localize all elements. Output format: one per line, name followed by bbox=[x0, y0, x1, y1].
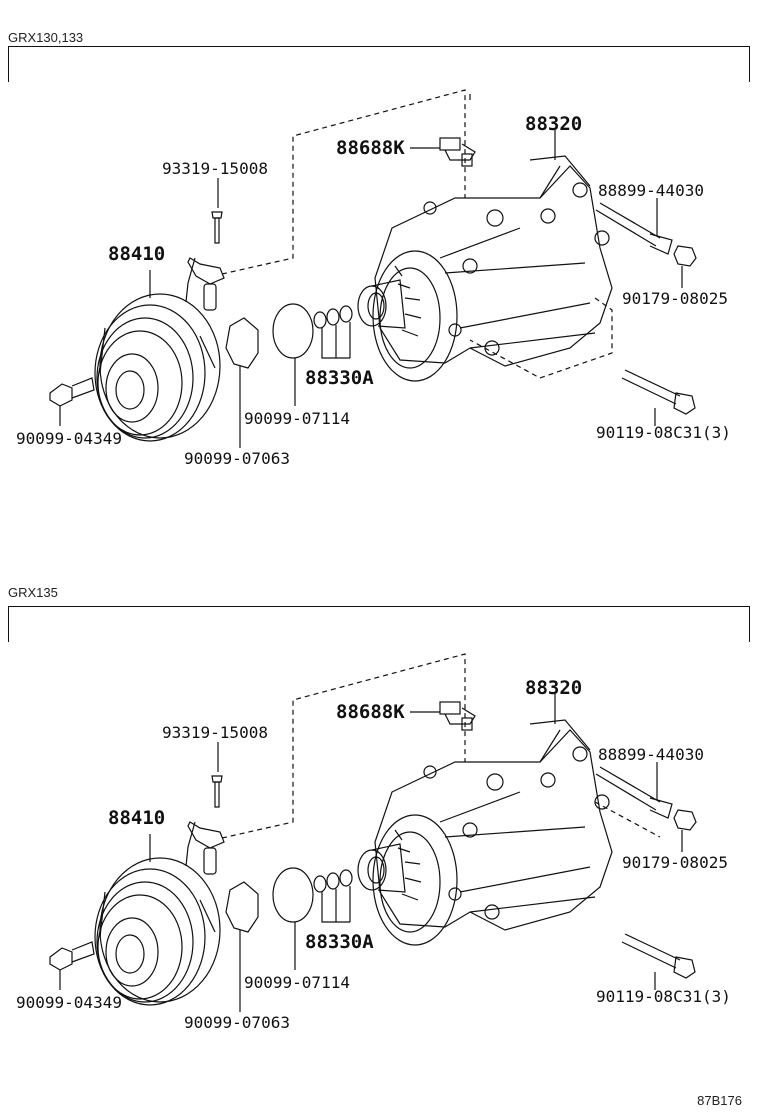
pn-long-bolt: 88899-44030 bbox=[598, 745, 704, 764]
exploded-diagram-2: 88320 88688K 88899-44030 90179-08025 901… bbox=[16, 653, 731, 1032]
oring-1-drawing bbox=[313, 875, 327, 893]
figure-code: 87B176 bbox=[697, 1093, 742, 1108]
shim-drawing bbox=[225, 317, 259, 369]
dashed-outline-lower bbox=[469, 297, 613, 379]
pn-compressor: 88320 bbox=[525, 677, 582, 699]
clutch-pulley-drawing bbox=[94, 293, 221, 442]
long-bolt-drawing bbox=[595, 766, 697, 831]
pn-oring-set: 88330A bbox=[305, 931, 374, 953]
clutch-pulley-drawing bbox=[94, 857, 221, 1006]
exploded-diagram-1: 88320 88688K 88899-44030 90179-08025 901… bbox=[16, 89, 731, 468]
pressure-switch-drawing bbox=[439, 137, 476, 167]
leader-orings bbox=[321, 886, 351, 923]
pn-screw: 93319-15008 bbox=[162, 159, 268, 178]
snap-ring-drawing bbox=[272, 867, 314, 923]
shim-drawing bbox=[225, 881, 259, 933]
bracket-drawing bbox=[185, 211, 225, 311]
dashed-outline bbox=[221, 89, 466, 275]
section-frame-1 bbox=[8, 46, 750, 82]
oring-2-drawing bbox=[326, 872, 340, 890]
pn-lower-bolt: 90119-08C31(3) bbox=[596, 423, 731, 442]
pn-switch: 88688K bbox=[336, 137, 405, 159]
leader-orings bbox=[321, 322, 351, 359]
oring-1-drawing bbox=[313, 311, 327, 329]
leader-switch bbox=[410, 94, 471, 149]
pn-snap-ring: 90099-07114 bbox=[244, 973, 350, 992]
lower-bolt-drawing bbox=[621, 369, 696, 415]
section-label-1: GRX130,133 bbox=[8, 30, 84, 45]
dashed-outline-lower bbox=[594, 801, 661, 838]
pn-switch: 88688K bbox=[336, 701, 405, 723]
pn-lower-bolt: 90119-08C31(3) bbox=[596, 987, 731, 1006]
pn-oring-set: 88330A bbox=[305, 367, 374, 389]
pn-nut: 90179-08025 bbox=[622, 289, 728, 308]
compressor-drawing bbox=[357, 155, 613, 382]
snap-ring-drawing bbox=[272, 303, 314, 359]
long-bolt-drawing bbox=[595, 202, 697, 267]
oring-3-drawing bbox=[339, 869, 353, 887]
pn-shim: 90099-07063 bbox=[184, 449, 290, 468]
pn-long-bolt: 88899-44030 bbox=[598, 181, 704, 200]
pn-clutch: 88410 bbox=[108, 243, 165, 265]
compressor-drawing bbox=[357, 719, 613, 946]
pn-compressor: 88320 bbox=[525, 113, 582, 135]
pn-nut: 90179-08025 bbox=[622, 853, 728, 872]
pressure-switch-drawing bbox=[439, 701, 476, 731]
lower-bolt-drawing bbox=[621, 933, 696, 979]
pn-clutch: 88410 bbox=[108, 807, 165, 829]
section-frame-2 bbox=[8, 606, 750, 642]
pn-center-bolt: 90099-04349 bbox=[16, 993, 122, 1012]
oring-3-drawing bbox=[339, 305, 353, 323]
pn-snap-ring: 90099-07114 bbox=[244, 409, 350, 428]
dashed-outline bbox=[221, 653, 466, 839]
pn-screw: 93319-15008 bbox=[162, 723, 268, 742]
center-bolt-drawing bbox=[49, 941, 95, 971]
center-bolt-drawing bbox=[49, 377, 95, 407]
pn-center-bolt: 90099-04349 bbox=[16, 429, 122, 448]
oring-2-drawing bbox=[326, 308, 340, 326]
pn-shim: 90099-07063 bbox=[184, 1013, 290, 1032]
section-label-2: GRX135 bbox=[8, 585, 58, 600]
bracket-drawing bbox=[185, 775, 225, 875]
